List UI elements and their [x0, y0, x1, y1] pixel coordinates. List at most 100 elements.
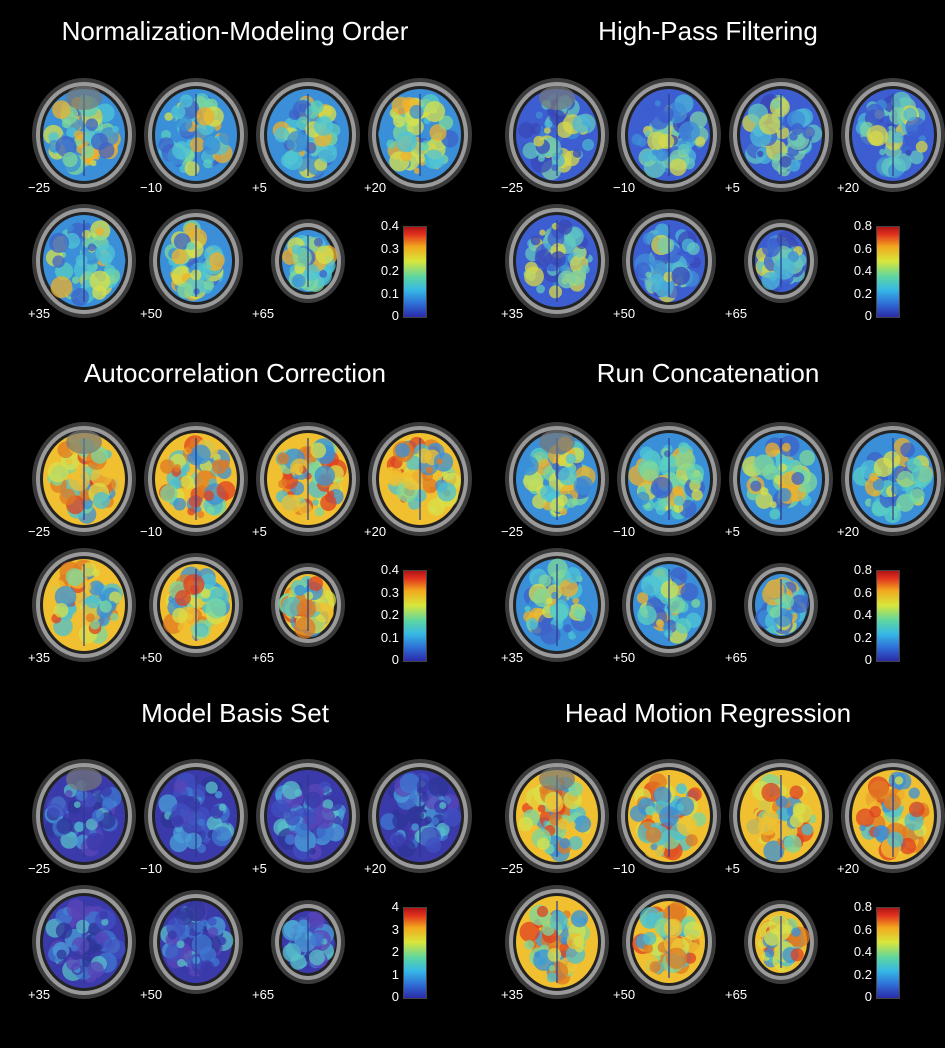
brain-slice — [254, 420, 362, 538]
brain-slice — [366, 420, 474, 538]
brain-slice — [30, 883, 138, 1001]
panel-high-pass-filtering: High-Pass Filtering — [473, 0, 943, 330]
slice-position-label: +65 — [725, 306, 748, 321]
slice-position-label: −25 — [501, 524, 524, 539]
brain-slice — [503, 546, 611, 664]
slice-position-label: +5 — [725, 180, 740, 195]
slice-position-label: −10 — [613, 861, 636, 876]
slice-position-label: +35 — [28, 306, 51, 321]
slice-position-label: +35 — [28, 650, 51, 665]
panel-title: Run Concatenation — [596, 358, 820, 388]
colorbar-tick-label: 0 — [864, 989, 872, 1004]
colorbar-tick-label: 0.8 — [853, 899, 872, 914]
colorbar-tick-label: 0 — [864, 308, 872, 323]
brain-slice — [142, 420, 250, 538]
brain-slice — [254, 757, 362, 875]
brain-slice — [142, 757, 250, 875]
slice-position-label: +35 — [501, 306, 524, 321]
slice-position-label: −25 — [28, 861, 51, 876]
colorbar-tick-label: 2 — [391, 944, 399, 959]
brain-slice — [30, 420, 138, 538]
brain-slice — [620, 888, 718, 996]
brain-slice — [366, 757, 474, 875]
slice-position-label: +50 — [613, 650, 636, 665]
colorbar-tick-label: 1 — [391, 966, 399, 982]
slice-position-label: +20 — [837, 861, 860, 876]
brain-slice — [839, 76, 945, 194]
brain-slice — [727, 757, 835, 875]
panel-title: Normalization-Modeling Order — [61, 16, 409, 46]
slice-position-label: +5 — [252, 861, 267, 876]
colorbar-tick-label: 0.2 — [853, 966, 872, 982]
colorbar-tick-label: 0.2 — [380, 263, 399, 278]
brain-slice — [254, 76, 362, 194]
brain-slice — [503, 420, 611, 538]
slice-position-label: +5 — [725, 524, 740, 539]
slice-position-label: +50 — [140, 987, 163, 1002]
colorbar-tick-label: 0.3 — [380, 240, 399, 256]
colorbar — [876, 570, 900, 662]
colorbar-tick-label: 0.6 — [853, 584, 872, 600]
brain-slice — [727, 420, 835, 538]
slice-position-label: −10 — [613, 524, 636, 539]
slice-position-label: +65 — [252, 650, 275, 665]
brain-slice — [615, 420, 723, 538]
slice-position-label: +35 — [28, 987, 51, 1002]
brain-slice — [503, 76, 611, 194]
slice-position-label: +5 — [725, 861, 740, 876]
slice-position-label: +65 — [252, 987, 275, 1002]
panel-title: High-Pass Filtering — [598, 16, 818, 46]
panel-title: Model Basis Set — [141, 698, 329, 728]
colorbar-tick-label: 0.4 — [853, 263, 872, 278]
brain-slice — [503, 202, 611, 320]
brain-slice — [147, 551, 245, 659]
colorbar-tick-label: 0.2 — [380, 607, 399, 622]
slice-position-label: +20 — [837, 180, 860, 195]
colorbar-tick-label: 0.8 — [853, 218, 872, 233]
brain-slice — [742, 217, 820, 305]
colorbar-tick-label: 0.2 — [853, 285, 872, 301]
colorbar-tick-label: 0.4 — [380, 218, 399, 233]
colorbar-tick-label: 0 — [391, 308, 399, 323]
slice-position-label: −25 — [28, 180, 51, 195]
brain-slice — [30, 202, 138, 320]
slice-position-label: −10 — [140, 861, 163, 876]
colorbar-tick-label: 0.1 — [380, 629, 399, 645]
colorbar-tick-label: 0.4 — [853, 944, 872, 959]
slice-position-label: +35 — [501, 987, 524, 1002]
colorbar-tick-label: 0.6 — [853, 240, 872, 256]
slice-position-label: +5 — [252, 180, 267, 195]
slice-position-label: +65 — [252, 306, 275, 321]
slice-position-label: −10 — [140, 180, 163, 195]
colorbar-tick-label: 0.4 — [380, 562, 399, 577]
brain-slice — [839, 757, 945, 875]
slice-position-label: +50 — [613, 306, 636, 321]
colorbar-tick-label: 0.6 — [853, 921, 872, 937]
panel-title: Head Motion Regression — [564, 698, 852, 728]
colorbar-tick-label: 0.4 — [853, 607, 872, 622]
colorbar — [403, 570, 427, 662]
slice-position-label: +20 — [364, 861, 387, 876]
brain-slice — [620, 551, 718, 659]
slice-position-label: +50 — [140, 306, 163, 321]
slice-position-label: +50 — [613, 987, 636, 1002]
colorbar — [403, 907, 427, 999]
slice-position-label: +5 — [252, 524, 267, 539]
slice-position-label: +65 — [725, 987, 748, 1002]
panel-run-concatenation: Run Concatenation — [473, 345, 943, 675]
brain-slice — [615, 757, 723, 875]
brain-slice — [269, 561, 347, 649]
brain-slice — [366, 76, 474, 194]
brain-slice — [615, 76, 723, 194]
colorbar-tick-label: 0.1 — [380, 285, 399, 301]
colorbar-tick-label: 4 — [391, 899, 399, 914]
slice-position-label: −10 — [613, 180, 636, 195]
slice-position-label: +65 — [725, 650, 748, 665]
slice-position-label: +20 — [837, 524, 860, 539]
panel-normalization-modeling-order: Normalization-Modeling Order — [0, 0, 470, 330]
brain-slice — [30, 76, 138, 194]
brain-slice — [147, 207, 245, 315]
slice-position-label: +20 — [364, 524, 387, 539]
panel-title: Autocorrelation Correction — [83, 358, 387, 388]
brain-slice — [503, 883, 611, 1001]
